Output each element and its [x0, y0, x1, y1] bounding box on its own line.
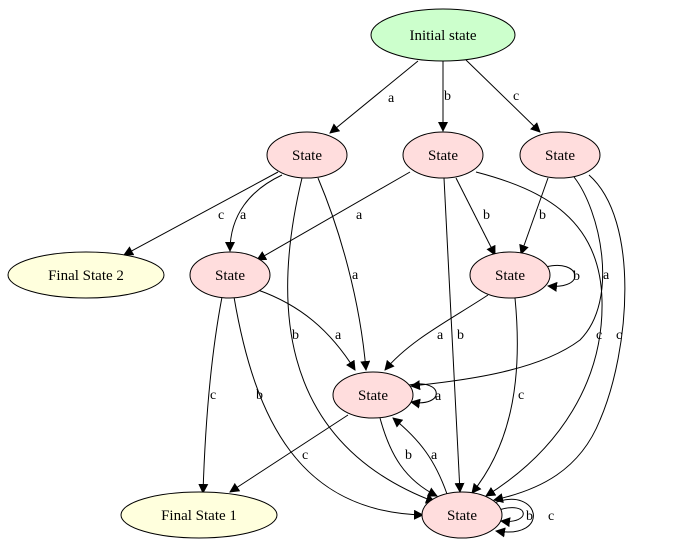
node-label-s5: State	[495, 268, 525, 284]
edge-s4-to-s6	[257, 289, 356, 371]
edge-s1-to-s7	[287, 177, 436, 504]
edge-label-e11: c	[596, 328, 602, 343]
node-shape-s1	[266, 131, 348, 179]
edge-label-e7: b	[292, 328, 299, 343]
edge-init-to-s3	[465, 59, 541, 133]
edge-label-e19: a	[437, 328, 444, 343]
edge-s1-to-s6	[317, 177, 371, 371]
node-shape-f2	[7, 251, 165, 299]
edge-s7-loop-b	[498, 507, 524, 528]
node-final-state-1[interactable]: Final State 1	[120, 491, 278, 539]
edge-label-e14: c	[616, 328, 622, 343]
node-label-s1: State	[292, 148, 322, 164]
node-label-f2: Final State 2	[48, 268, 124, 284]
edge-label-e4: c	[218, 208, 224, 223]
node-label-init: Initial state	[409, 28, 476, 44]
node-shape-s4	[189, 251, 271, 299]
edge-s2-to-s4	[256, 171, 411, 261]
edge-s7-loop-c	[493, 498, 534, 538]
edge-label-e25: b	[526, 509, 533, 524]
node-state-7[interactable]: State	[421, 491, 503, 539]
edge-label-e9: b	[483, 208, 490, 223]
edge-s6-loop	[408, 383, 437, 409]
node-initial-state[interactable]: Initial state	[370, 8, 516, 62]
edge-s5-loop	[545, 265, 576, 292]
edge-init-to-s1	[329, 60, 419, 134]
edge-label-e12: b	[539, 208, 546, 223]
edge-s6-to-f1	[229, 414, 349, 493]
edge-label-e17: b	[256, 388, 263, 403]
node-state-5[interactable]: State	[469, 251, 551, 299]
edge-label-e20: c	[518, 388, 524, 403]
edge-s4-to-f1	[198, 296, 223, 494]
edge-s5-to-s7	[471, 297, 518, 494]
node-final-state-2[interactable]: Final State 2	[7, 251, 165, 299]
edge-s1-to-s4	[225, 174, 283, 252]
node-shape-s3	[519, 131, 601, 179]
edge-s1-to-f2	[123, 171, 279, 256]
edge-s2-to-s7-b	[443, 177, 465, 493]
node-shape-s5	[469, 251, 551, 299]
node-state-6[interactable]: State	[332, 371, 414, 419]
node-shape-s7	[421, 491, 503, 539]
node-shape-s2	[402, 131, 484, 179]
node-label-s2: State	[428, 148, 458, 164]
node-state-4[interactable]: State	[189, 251, 271, 299]
nodes: Initial state State State State State St…	[7, 8, 601, 539]
edge-label-e2: b	[444, 89, 451, 104]
edge-label-e8: a	[356, 208, 363, 223]
edges: a b c c a a b a b b c b a c a c b	[123, 59, 626, 538]
edge-s7-to-s6	[392, 417, 448, 495]
edge-label-e10: b	[457, 328, 464, 343]
edge-label-e1: a	[388, 91, 395, 106]
node-state-2[interactable]: State	[402, 131, 484, 179]
edge-label-e26: c	[548, 509, 554, 524]
edge-label-e15: a	[335, 328, 342, 343]
edge-label-e6: a	[352, 268, 359, 283]
edge-s3-to-s6	[410, 176, 604, 391]
edge-label-e22: c	[302, 448, 308, 463]
edge-label-e16: c	[210, 388, 216, 403]
edge-s6-to-s7	[379, 417, 438, 497]
node-shape-f1	[120, 491, 278, 539]
node-label-s6: State	[358, 388, 388, 404]
edge-label-e24: a	[431, 448, 438, 463]
edge-label-e5: a	[240, 208, 247, 223]
node-label-s4: State	[215, 268, 245, 284]
node-state-1[interactable]: State	[266, 131, 348, 179]
node-shape-s6	[332, 371, 414, 419]
edge-s5-to-s6	[384, 294, 489, 371]
edge-s4-to-s7	[233, 296, 424, 520]
edge-label-e18: b	[573, 269, 580, 284]
edge-s3-to-s5	[519, 177, 549, 255]
node-label-f1: Final State 1	[161, 508, 237, 524]
edge-s2-to-s5	[455, 177, 496, 256]
node-label-s7: State	[447, 508, 477, 524]
node-label-s3: State	[545, 148, 575, 164]
edge-label-e13: a	[603, 268, 610, 283]
edge-label-e23: b	[405, 448, 412, 463]
edge-s2-to-s7-c	[475, 171, 603, 497]
edge-s3-to-s7	[493, 174, 626, 503]
node-state-3[interactable]: State	[519, 131, 601, 179]
edge-label-e21: a	[435, 389, 442, 404]
node-shape-init	[370, 8, 516, 62]
edge-label-e3: c	[513, 89, 519, 104]
